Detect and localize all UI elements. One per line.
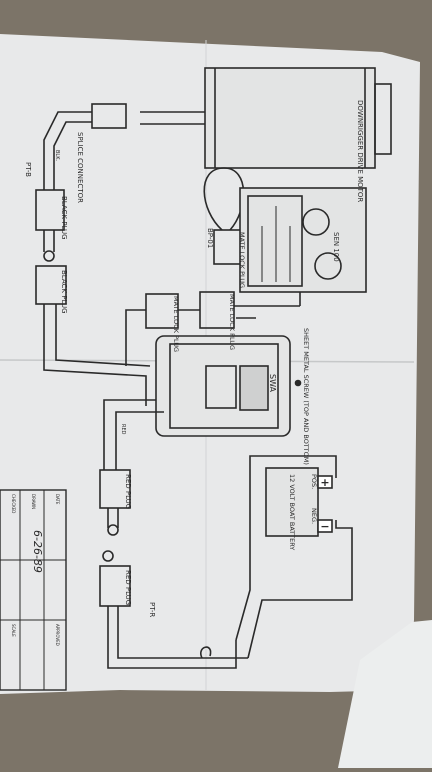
mate-lock-2-label: MATE LOCK PLUG	[228, 294, 236, 350]
title-note-4: SCALE	[11, 624, 16, 637]
pt-r-label: PT-R	[148, 602, 156, 617]
title-note-5: DATE	[55, 494, 60, 505]
mate-lock-1-shape	[145, 293, 179, 329]
swa-frame	[169, 343, 279, 429]
motor-body	[204, 67, 376, 169]
mate-lock-loop-label: MATE LOCK PLUG	[238, 232, 246, 288]
battery-label: 12 VOLT BOAT BATTERY	[288, 474, 296, 550]
sen-100-body	[239, 187, 367, 293]
sheet-metal-label: SHEET METAL SCREW (TOP AND BOTTOM)	[302, 328, 310, 465]
swa-switch-1	[205, 365, 237, 409]
sen-100-panel	[247, 195, 303, 287]
red-plug-1-shape	[99, 469, 131, 509]
second-paper	[338, 620, 432, 768]
neg-label: NEG.	[310, 508, 318, 524]
swa-body	[155, 335, 291, 437]
title-note-3: APPROVED	[55, 624, 60, 646]
red-plug-1-label: RED PLUG	[124, 474, 132, 509]
red-plug-2-shape	[99, 565, 131, 607]
motor-shaft	[374, 83, 392, 155]
pos-label: POS.	[310, 474, 318, 489]
battery-body	[265, 467, 319, 537]
title-block-frame	[0, 489, 67, 691]
battery-pos-terminal	[317, 475, 333, 489]
swa-switch-2	[239, 365, 269, 411]
pt-b-label: PT-B	[24, 162, 32, 177]
title-note-2: CHECKED	[11, 494, 16, 513]
black-plug-top-shape	[35, 189, 65, 231]
red-plug-2-label: RED PLUG	[124, 570, 132, 605]
sen-100-label: SEN 100	[332, 232, 340, 262]
motor-label: DOWNRIGGER DRIVE MOTOR	[356, 100, 364, 202]
battery-neg-terminal	[317, 519, 333, 533]
black-plug-mid-label: BLACK PLUG	[60, 270, 68, 314]
wire-blk-label: BLK.	[54, 150, 60, 161]
mate-lock-1-label: MATE LOCK PLUG	[172, 296, 180, 352]
wire-red-label: RED	[120, 424, 126, 435]
black-plug-mid-shape	[35, 265, 67, 305]
signature-date: 6-26-89	[31, 530, 44, 573]
title-block	[0, 489, 67, 691]
wiring-lines	[35, 67, 392, 669]
minus-icon: −	[320, 520, 329, 533]
splice-label: SPLICE CONNECTOR	[76, 132, 84, 203]
bp-01-label: BP-01	[206, 228, 214, 248]
title-note-1: DRAWN	[31, 494, 36, 509]
black-plug-top-label: BLACK PLUG	[60, 196, 68, 240]
swa-label: SWA	[268, 374, 277, 393]
splice-connector-shape	[91, 103, 127, 129]
plus-icon: +	[320, 476, 329, 489]
